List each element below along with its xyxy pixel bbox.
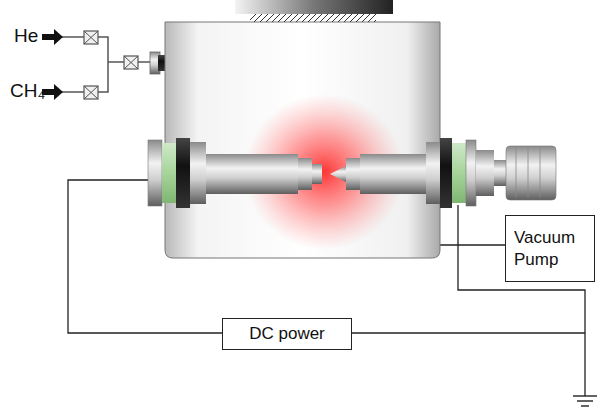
vacuum-pump-box: Vacuum Pump — [505, 215, 595, 282]
box-text: Vacuum Pump — [514, 227, 586, 270]
dc-power-box: DC power — [222, 318, 352, 350]
box-text: DC power — [231, 323, 343, 344]
gas-label: He — [14, 25, 38, 47]
gas-label: CH₄ — [10, 80, 45, 102]
